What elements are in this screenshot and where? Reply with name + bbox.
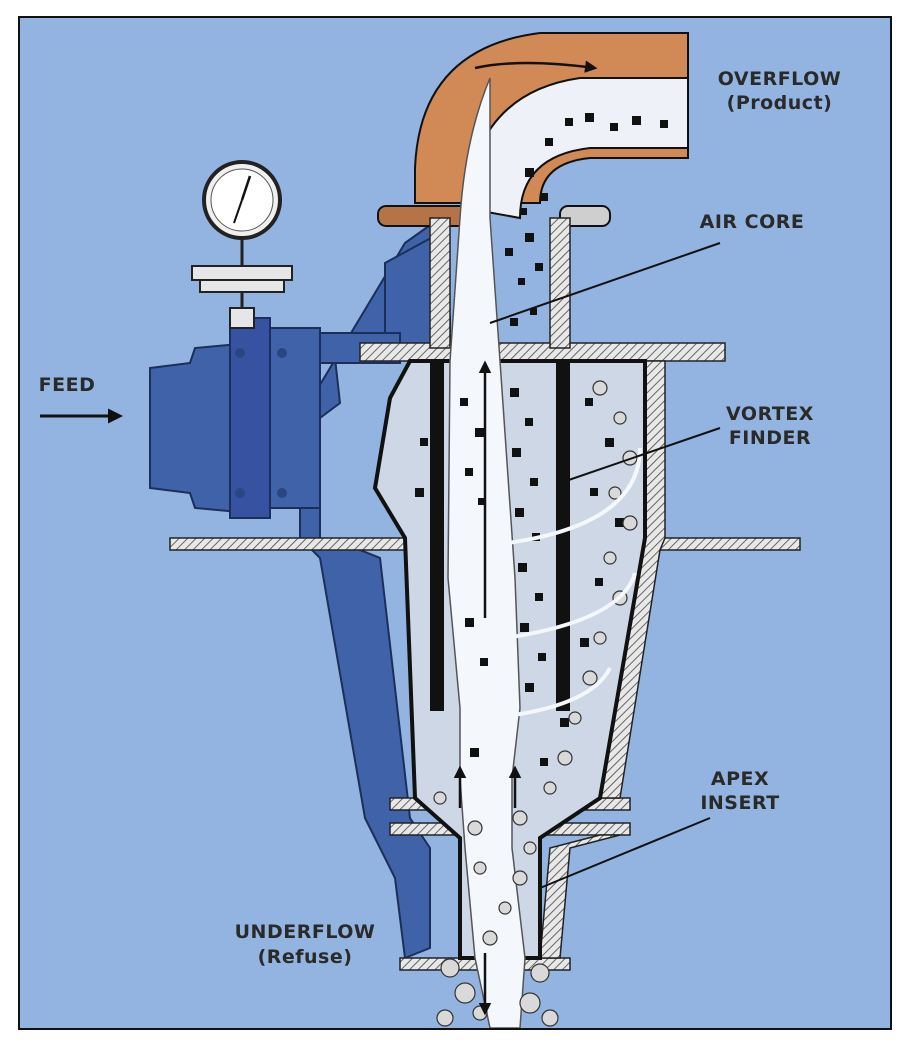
- flow-arrows: [453, 60, 598, 1016]
- vortex-finder-label-1: VORTEX: [726, 403, 814, 425]
- coarse-particles: [433, 380, 638, 1027]
- underflow-sub-label: (Refuse): [257, 946, 353, 968]
- apex-insert-label-2: INSERT: [700, 792, 780, 814]
- fine-particles: [415, 113, 668, 766]
- vortex-finder-label-2: FINDER: [728, 427, 812, 449]
- overflow-label: OVERFLOW: [717, 68, 842, 90]
- feed-label: FEED: [38, 374, 96, 396]
- spiral-flow: [451, 447, 642, 725]
- feed-inlet: [149, 317, 401, 519]
- air-core: [447, 77, 526, 1028]
- pressure-gauge-icon: [191, 160, 293, 329]
- leader-lines: [489, 242, 721, 889]
- air-core-label: AIR CORE: [699, 211, 805, 233]
- diagram-frame: OVERFLOW (Product) AIR CORE FEED VORTEX …: [18, 16, 892, 1030]
- vortex-finder-tube: [429, 217, 571, 711]
- hydrocyclone-diagram: [40, 32, 801, 1028]
- underflow-label: UNDERFLOW: [234, 921, 376, 943]
- overflow-sub-label: (Product): [726, 92, 833, 114]
- apex-insert-label-1: APEX: [710, 768, 770, 790]
